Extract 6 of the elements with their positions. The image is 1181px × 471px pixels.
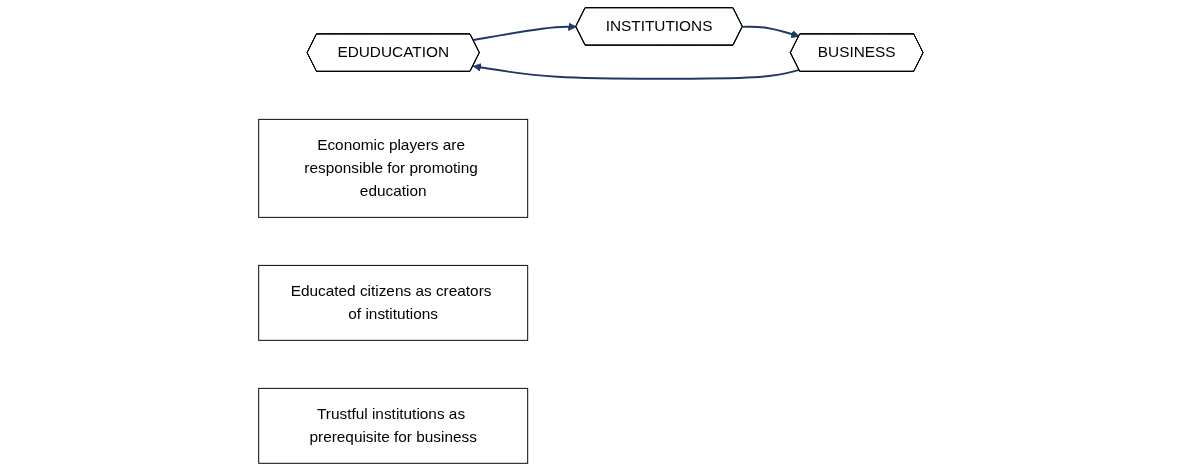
node-box: Trustful institutions as prerequisite for business: [257, 387, 528, 464]
arrow: [471, 22, 577, 41]
arrow: [741, 25, 800, 39]
node-box: Economic players are responsible for promoting education: [257, 118, 528, 218]
node-box: Educated citizens as creators of institutions: [257, 264, 528, 341]
arrow: [472, 63, 800, 80]
